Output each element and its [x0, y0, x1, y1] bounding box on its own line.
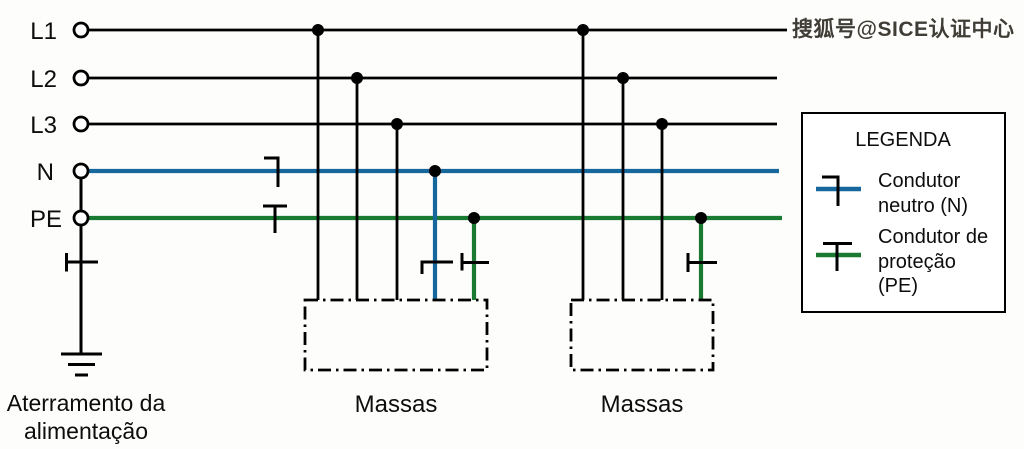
source-terminals [72, 21, 90, 227]
massas-label-1: Massas [355, 391, 438, 418]
legend-protection-text-line2: proteção [878, 251, 956, 273]
legend-neutral-text-line1: Condutor [878, 170, 961, 192]
earthing-caption-line1: Aterramento da [7, 390, 166, 416]
load-group-1: Massas [303, 24, 489, 418]
legend-protection-text-line1: Condutor de [878, 226, 988, 248]
bus-label-l3: L3 [30, 112, 57, 139]
junction-dot [577, 24, 589, 36]
bus-label-n: N [37, 159, 54, 186]
earthing-caption: Aterramento da alimentação [7, 390, 166, 444]
drop-marks-group2 [686, 253, 717, 272]
junction-dot [429, 165, 441, 177]
junction-dots-group1 [312, 24, 480, 224]
massas-box-2 [569, 298, 715, 372]
junction-dot [656, 118, 668, 130]
legend-protection-text-line3: (PE) [878, 275, 918, 297]
earthing-caption-line2: alimentação [24, 418, 148, 444]
bus-label-l2: L2 [30, 66, 57, 93]
junction-dot [468, 212, 480, 224]
ground-symbol [61, 352, 102, 377]
terminal-n [72, 162, 90, 180]
massas-label-2: Massas [601, 391, 684, 418]
legend-neutral-text-line2: neutro (N) [878, 195, 968, 217]
legend-neutral-mark-icon [822, 175, 840, 206]
terminal-l3 [72, 115, 90, 133]
legend-box [801, 112, 1006, 313]
legend: LEGENDA Condutor neutro (N) Condutor de … [801, 112, 1006, 313]
drop-marks-group1 [420, 253, 489, 274]
bus-label-l1: L1 [30, 18, 57, 45]
junction-dot [351, 72, 363, 84]
legend-neutral-entry: Condutor neutro (N) [816, 170, 968, 217]
supply-earthing [61, 178, 102, 377]
junction-dot [617, 72, 629, 84]
legend-title: LEGENDA [855, 129, 951, 151]
junction-dots-group2 [577, 24, 707, 224]
terminal-l1 [72, 21, 90, 39]
legend-protection-entry: Condutor de proteção (PE) [816, 226, 988, 297]
massas-box-1 [303, 298, 489, 372]
junction-dot [391, 118, 403, 130]
bus-labels: L1 L2 L3 N PE [30, 18, 62, 233]
load-group-2: Massas [569, 24, 717, 418]
junction-dot [312, 24, 324, 36]
neutral-drop-mark-icon [420, 260, 453, 274]
bus-lines [89, 28, 787, 221]
bus-marks [263, 156, 287, 233]
neutral-mark-icon [264, 156, 280, 187]
bus-label-pe: PE [30, 206, 62, 233]
terminal-pe [72, 209, 90, 227]
junction-dot [695, 212, 707, 224]
terminal-l2 [72, 69, 90, 87]
watermark: 搜狐号@SICE认证中心 [792, 18, 1015, 41]
